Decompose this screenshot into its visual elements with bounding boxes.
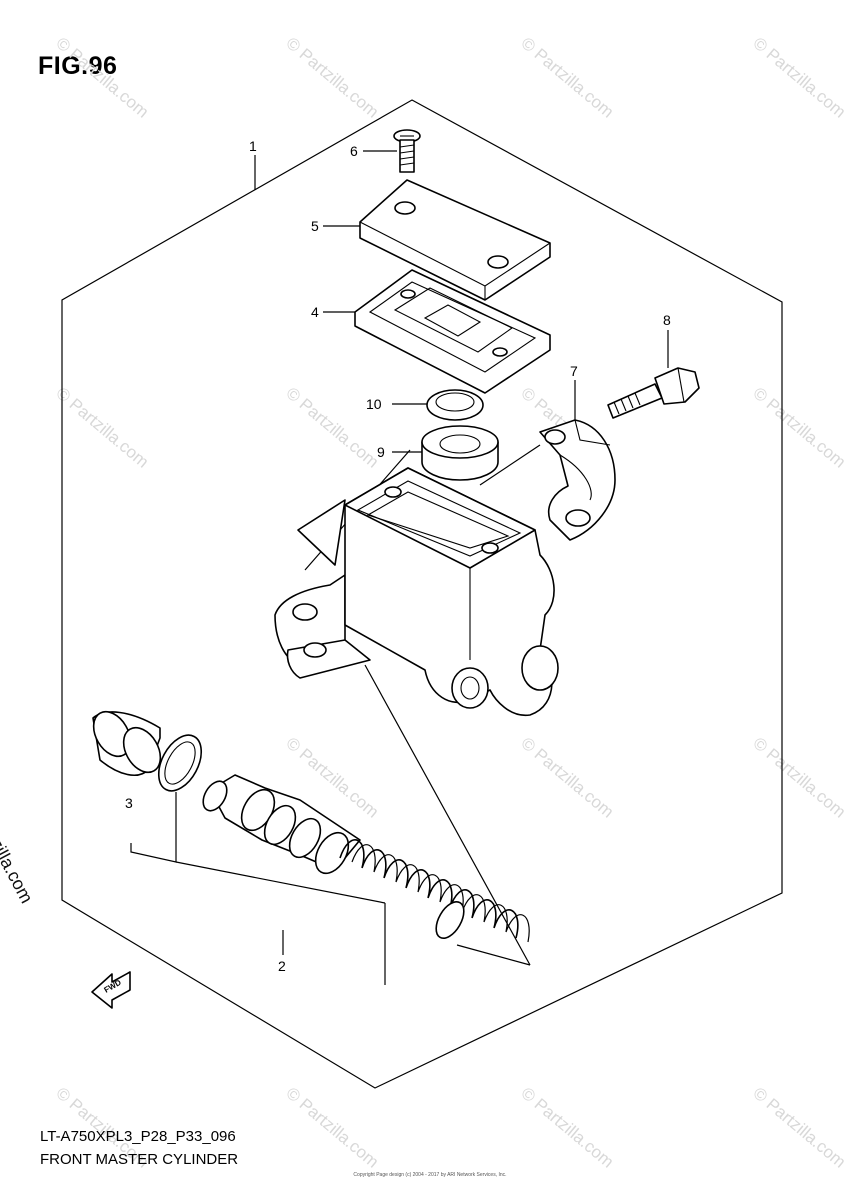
watermark: © Partzilla.com <box>282 34 382 122</box>
callout-2: 2 <box>278 958 286 974</box>
callout-1: 1 <box>249 138 257 154</box>
watermark: © Partzilla.com <box>749 1084 847 1172</box>
screw-6 <box>393 129 421 173</box>
callout-9: 9 <box>377 444 385 460</box>
callout-5: 5 <box>311 218 319 234</box>
watermark: © Partzilla.com <box>749 734 847 822</box>
cup-3 <box>92 710 162 776</box>
callout-8: 8 <box>663 312 671 328</box>
diagram-code: LT-A750XPL3_P28_P33_096 <box>40 1128 236 1145</box>
assembly-boundary <box>61 99 783 1089</box>
callout-4: 4 <box>311 304 319 320</box>
watermark: © Partzilla.com <box>517 734 617 822</box>
figure-title: FIG.96 <box>38 52 118 80</box>
watermark: © Partzilla.com <box>52 384 152 472</box>
piston-assembly <box>202 774 361 875</box>
watermark: © Partzilla.com <box>52 34 152 122</box>
callout-3: 3 <box>125 795 133 811</box>
diagram-name: FRONT MASTER CYLINDER <box>40 1151 239 1168</box>
spring <box>339 839 530 943</box>
master-cylinder-body <box>274 467 559 716</box>
clamp-7 <box>539 419 616 541</box>
watermark: © Partzilla.com <box>517 1084 617 1172</box>
boot-9 <box>421 425 499 481</box>
watermark: © Partzilla.com <box>517 34 617 122</box>
callout-6: 6 <box>350 143 358 159</box>
copyright-notice: Copyright Page design (c) 2004 - 2017 by… <box>353 1172 507 1178</box>
bolt-8 <box>607 367 700 419</box>
callout-7: 7 <box>570 363 578 379</box>
callout-10: 10 <box>366 396 382 412</box>
watermark: © Partzilla.com <box>282 1084 382 1172</box>
circlip <box>157 734 203 792</box>
watermark: © Partzilla.com <box>749 384 847 472</box>
plate-10 <box>426 389 484 421</box>
fwd-arrow-icon: FWD <box>91 971 131 1009</box>
diaphragm-4 <box>354 269 551 394</box>
watermark: © Partzilla.com <box>749 34 847 122</box>
reservoir-cap-5 <box>359 179 551 301</box>
callout-numbers: 1 6 5 4 8 7 10 9 3 2 <box>125 138 671 974</box>
